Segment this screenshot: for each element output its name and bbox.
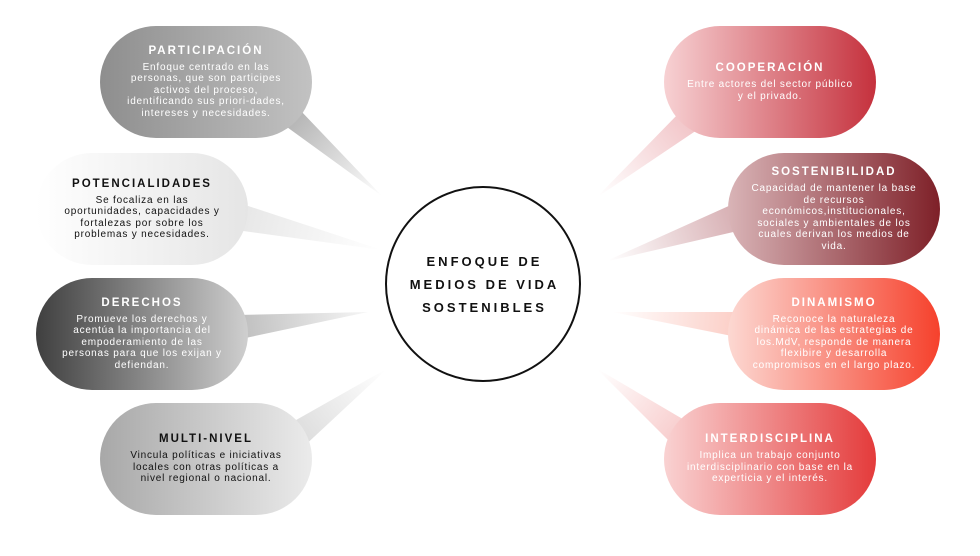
tail-participacion: [280, 110, 382, 196]
bubble-potencialidades: POTENCIALIDADES Se focaliza en las oport…: [36, 153, 248, 265]
tail-cooperacion: [596, 112, 700, 198]
bubble-description: Reconoce la naturaleza dinámica de las e…: [752, 313, 916, 371]
bubble-description: Promueve los derechos y acentúa la impor…: [62, 313, 222, 371]
bubble-description: Vincula políticas e iniciativas locales …: [130, 450, 282, 485]
tail-multinivel: [282, 368, 388, 450]
bubble-title: SOSTENIBILIDAD: [771, 166, 897, 178]
bubble-cooperacion: COOPERACIÓN Entre actores del sector púb…: [664, 26, 876, 138]
bubble-title: COOPERACIÓN: [715, 62, 825, 74]
bubble-interdisciplina: INTERDISCIPLINA Implica un trabajo conju…: [664, 403, 876, 515]
bubble-title: MULTI-NIVEL: [159, 433, 253, 446]
bubble-description: Enfoque centrado en las personas, que so…: [127, 61, 285, 119]
bubble-title: POTENCIALIDADES: [72, 177, 212, 190]
bubble-participacion: PARTICIPACIÓN Enfoque centrado en las pe…: [100, 26, 312, 138]
tail-dinamismo: [612, 312, 742, 338]
bubble-derechos: DERECHOS Promueve los derechos y acentúa…: [36, 278, 248, 390]
bubble-description: Implica un trabajo conjunto interdiscipl…: [687, 450, 853, 485]
bubble-dinamismo: DINAMISMO Reconoce la naturaleza dinámic…: [728, 278, 940, 390]
center-circle: ENFOQUE DE MEDIOS DE VIDA SOSTENIBLES: [385, 186, 581, 382]
center-label: ENFOQUE DE MEDIOS DE VIDA SOSTENIBLES: [409, 253, 560, 315]
bubble-multinivel: MULTI-NIVEL Vincula políticas e iniciati…: [100, 403, 312, 515]
bubble-title: PARTICIPACIÓN: [148, 44, 264, 57]
bubble-description: Capacidad de mantener la base de recurso…: [751, 183, 917, 252]
bubble-description: Entre actores del sector público y el pr…: [687, 79, 853, 102]
bubble-description: Se focaliza en las oportunidades, capaci…: [64, 194, 220, 241]
tail-sostenibilidad: [604, 200, 742, 262]
bubble-title: INTERDISCIPLINA: [705, 433, 835, 446]
tail-derechos: [236, 312, 368, 340]
bubble-title: DINAMISMO: [791, 296, 877, 309]
bubble-sostenibilidad: SOSTENIBILIDAD Capacidad de mantener la …: [728, 153, 940, 265]
tail-potencialidades: [236, 202, 382, 250]
bubble-title: DERECHOS: [101, 296, 183, 309]
